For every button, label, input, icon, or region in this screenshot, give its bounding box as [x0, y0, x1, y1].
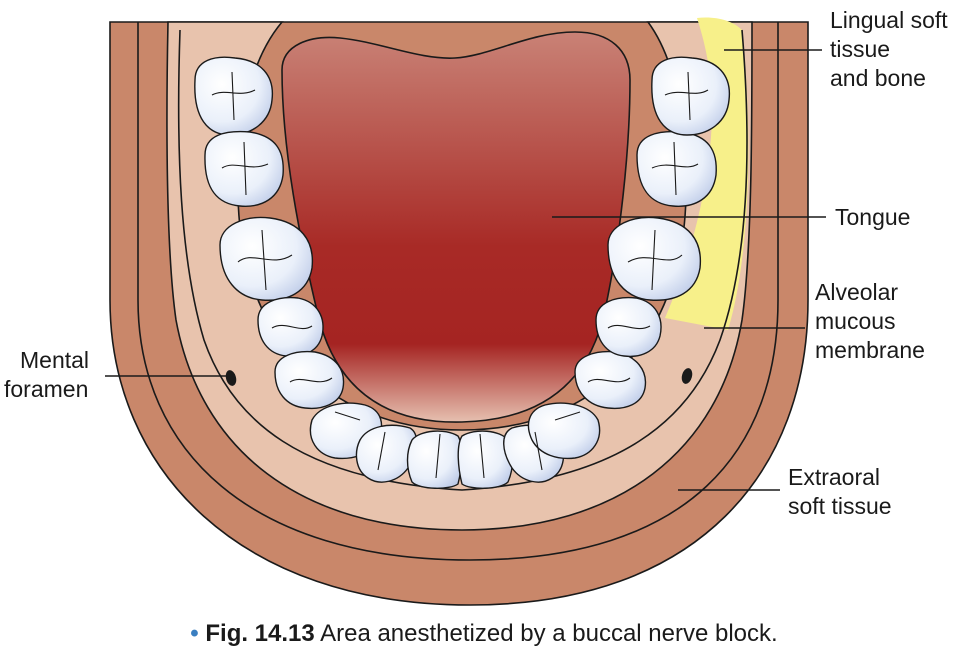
- label-lingual-soft-tissue: Lingual soft tissue and bone: [830, 6, 948, 93]
- label-alveolar-line-1: Alveolar: [815, 279, 899, 305]
- caption-text: Area anesthetized by a buccal nerve bloc…: [320, 620, 778, 647]
- label-lingual-line-1: Lingual soft: [830, 7, 948, 33]
- lingual-inner-line: [177, 29, 748, 491]
- mental-foramen-right: [681, 368, 693, 384]
- leader-lines: [105, 49, 826, 491]
- label-extraoral-soft-tissue: Extraoral soft tissue: [788, 463, 892, 521]
- label-tongue: Tongue: [835, 203, 910, 232]
- tooth-grooves: [211, 71, 709, 479]
- label-extraoral-line-2: soft tissue: [788, 493, 892, 519]
- label-extraoral-line-1: Extraoral: [788, 464, 881, 490]
- teeth: [194, 56, 731, 489]
- tooth-right-molar-3: [651, 56, 731, 136]
- tooth-left-central-incisor: [406, 430, 463, 489]
- tooth-left-molar-3: [194, 56, 274, 136]
- label-tongue-line-1: Tongue: [835, 204, 911, 230]
- caption-bullet: •: [190, 620, 199, 647]
- label-mental-foramen: Mental foramen: [4, 346, 89, 404]
- figure-caption: • Fig. 14.13 Area anesthetized by a bucc…: [0, 620, 968, 648]
- label-alveolar-line-3: membrane: [815, 337, 925, 363]
- caption-figure-number: Fig. 14.13: [205, 620, 315, 647]
- tooth-right-premolar-1: [574, 350, 647, 410]
- label-lingual-line-3: and bone: [830, 65, 926, 91]
- mental-foramen-left: [225, 370, 237, 386]
- label-lingual-line-2: tissue: [830, 36, 891, 62]
- label-alveolar-line-2: mucous: [815, 308, 896, 334]
- tooth-right-central-incisor: [457, 430, 514, 489]
- tooth-right-molar-2: [636, 130, 717, 207]
- label-mental-line-2: foramen: [4, 376, 89, 402]
- label-mental-line-1: Mental: [20, 347, 90, 373]
- tooth-right-canine: [527, 402, 601, 460]
- tooth-left-premolar-1: [274, 350, 345, 410]
- extraoral-inner-line: [137, 22, 779, 561]
- tooth-left-molar-2: [204, 130, 284, 207]
- label-alveolar-mucous-membrane: Alveolar mucous membrane: [815, 278, 925, 365]
